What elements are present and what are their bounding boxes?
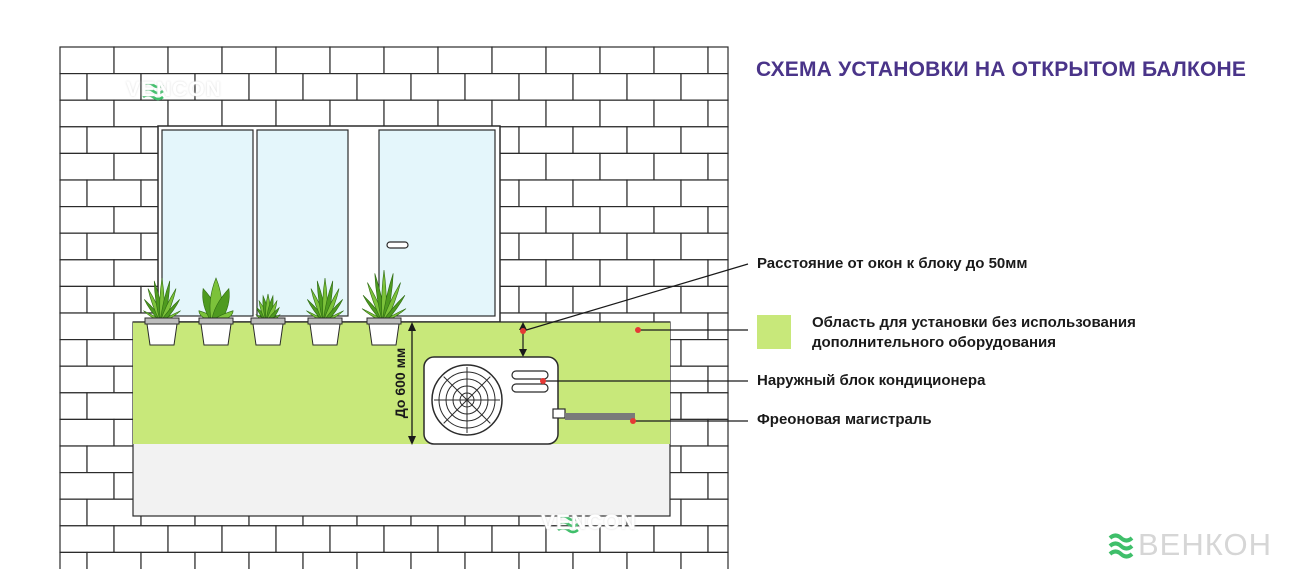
legend-line-2: дополнительного оборудования: [812, 334, 1056, 351]
brand-waves-icon: [1108, 533, 1134, 559]
door-handle-icon: [386, 241, 409, 249]
dimension-label: До 600 мм: [392, 348, 408, 419]
watermark-top: VENCON: [126, 78, 222, 101]
outdoor-unit: [423, 356, 566, 445]
window-pane-left: [161, 129, 254, 317]
height-dimension: До 600 мм: [392, 322, 416, 445]
leader-dots: [520, 327, 641, 424]
brand-logo: ВЕНКОН: [1108, 527, 1272, 563]
legend-line-1: Область для установки без использования: [812, 314, 1136, 331]
outdoor-unit-callout: Наружный блок кондиционера: [757, 372, 986, 389]
window-frame: [157, 125, 501, 323]
window-pane-middle: [256, 129, 349, 317]
install-area-legend: Область для установки без использования …: [812, 313, 1136, 353]
balcony-door-glass: [378, 129, 496, 317]
watermark-bottom: VENCON: [541, 511, 637, 534]
brand-name: ВЕНКОН: [1138, 527, 1272, 562]
watermark-mark-icon: [142, 81, 579, 534]
install-area-swatch: [757, 315, 791, 349]
leader-lines: [522, 263, 749, 422]
freon-pipe: [565, 413, 635, 420]
page-title: СХЕМА УСТАНОВКИ НА ОТКРЫТОМ БАЛКОНЕ: [756, 58, 1247, 81]
freon-line-callout: Фреоновая магистраль: [757, 411, 932, 428]
potted-plants: [143, 269, 407, 346]
distance-callout: Расстояние от окон к блоку до 50мм: [757, 255, 1028, 272]
